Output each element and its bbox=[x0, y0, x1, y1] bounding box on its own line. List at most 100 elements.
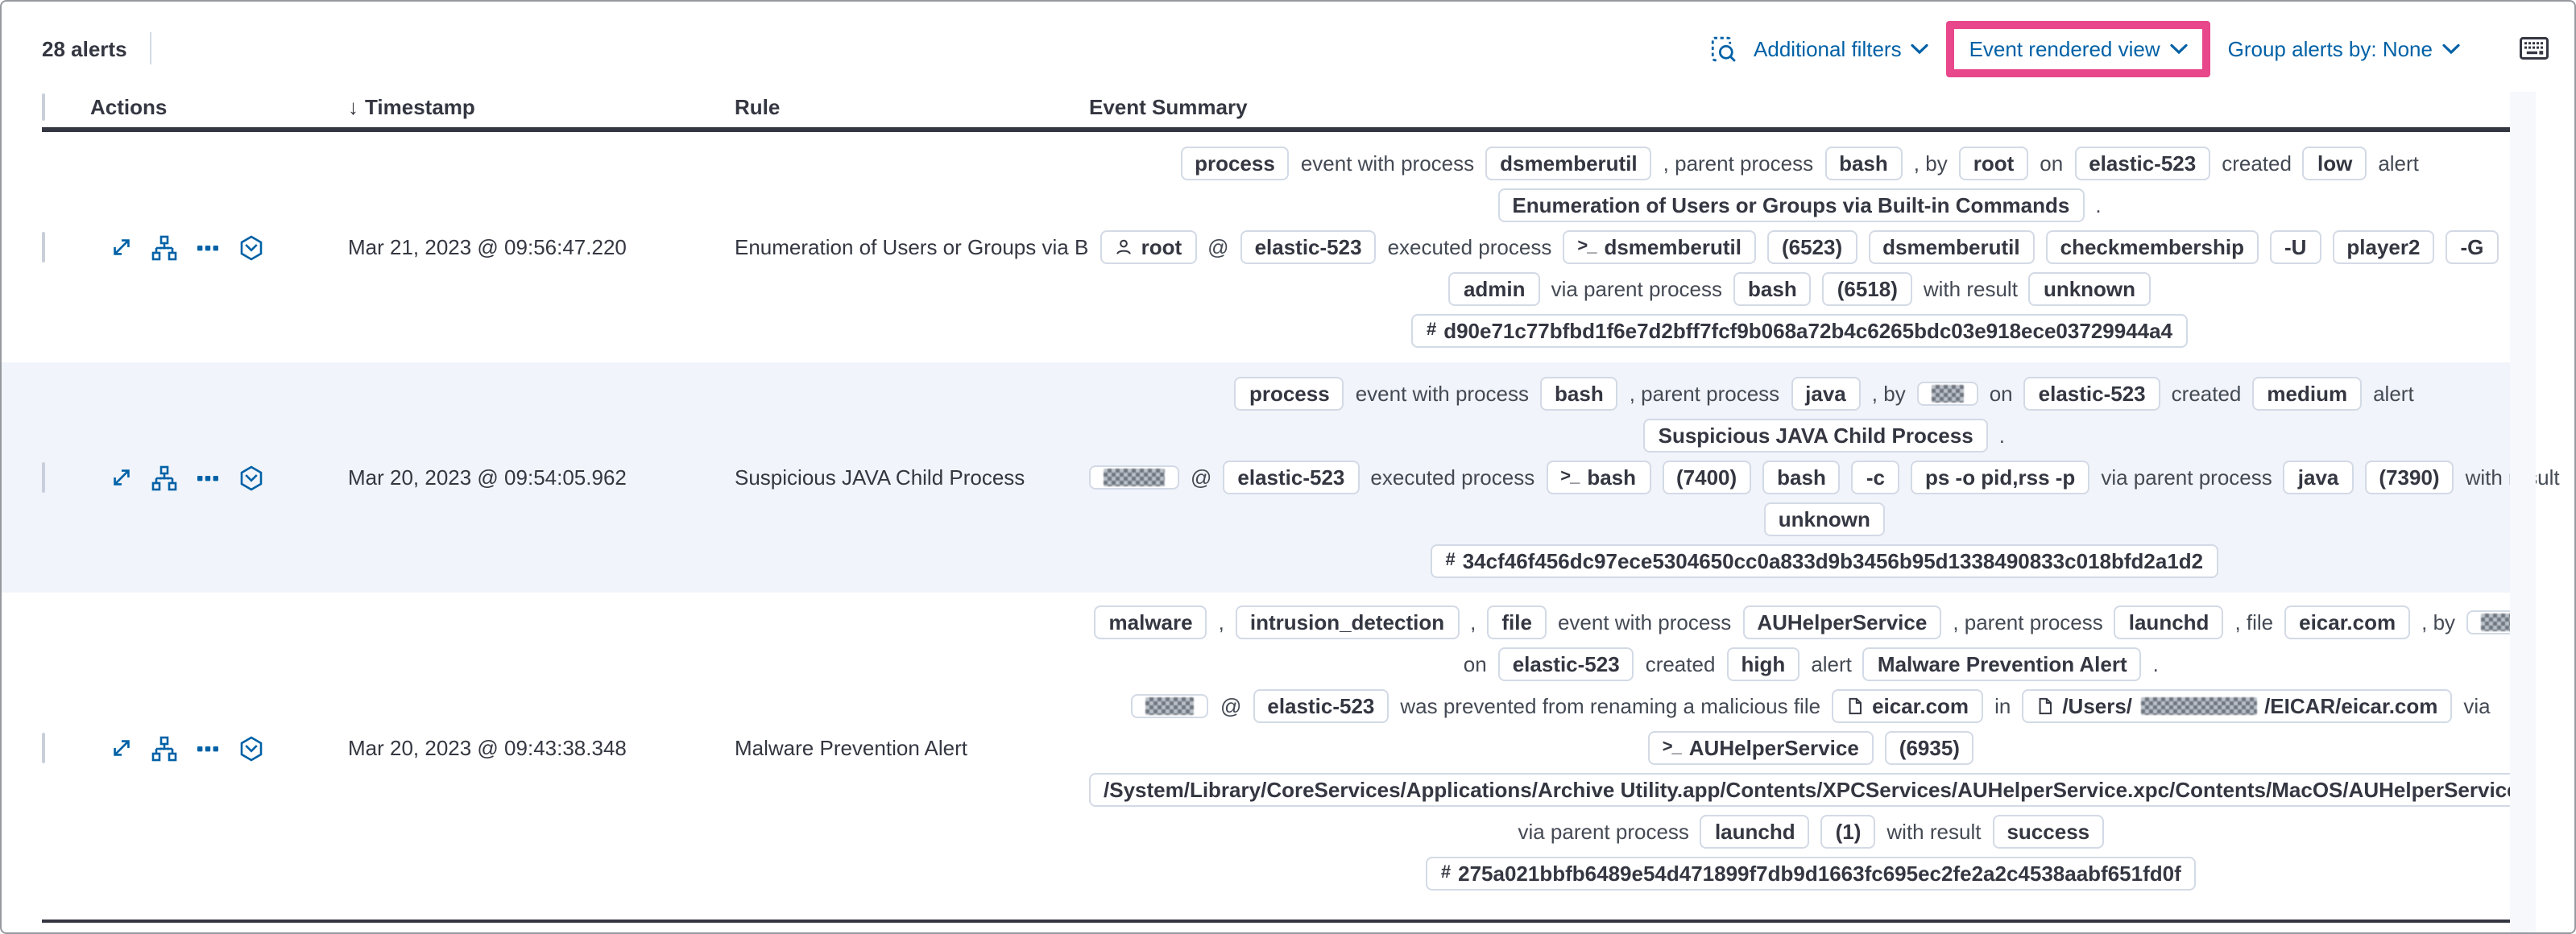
field-value-badge[interactable]: elastic-523 bbox=[2074, 147, 2211, 180]
field-value-badge[interactable]: bash bbox=[1762, 461, 1841, 494]
summary-text: with result bbox=[1923, 277, 2018, 301]
field-value-badge[interactable]: (7400) bbox=[1662, 461, 1752, 494]
chevron-down-icon bbox=[2170, 43, 2188, 54]
field-value-badge[interactable]: Suspicious JAVA Child Process bbox=[1643, 419, 1988, 453]
field-value-badge[interactable]: checkmembership bbox=[2045, 230, 2259, 264]
analyze-event-icon[interactable] bbox=[151, 234, 177, 260]
field-value-badge[interactable]: (6935) bbox=[1884, 731, 1974, 765]
group-alerts-by-button[interactable]: Group alerts by: None bbox=[2228, 36, 2460, 60]
column-header-timestamp[interactable]: ↓ Timestamp bbox=[348, 94, 735, 118]
session-view-icon[interactable] bbox=[238, 234, 264, 260]
field-value-badge[interactable]: (7390) bbox=[2364, 461, 2454, 494]
expand-alert-icon[interactable] bbox=[110, 235, 134, 259]
field-value-badge[interactable]: elastic-523 bbox=[1240, 230, 1377, 264]
rule-cell[interactable]: Suspicious JAVA Child Process bbox=[735, 465, 1025, 490]
field-value-badge[interactable]: intrusion_detection bbox=[1235, 605, 1460, 639]
field-value-badge[interactable] bbox=[1131, 694, 1209, 718]
field-value-badge[interactable]: (6518) bbox=[1822, 272, 1912, 306]
field-value-badge[interactable]: -c bbox=[1851, 461, 1899, 494]
field-value-badge[interactable]: (6523) bbox=[1766, 230, 1857, 264]
field-value-badge[interactable]: eicar.com bbox=[1832, 689, 1984, 723]
field-value-badge[interactable]: bash bbox=[1733, 272, 1812, 306]
row-checkbox[interactable] bbox=[42, 231, 45, 262]
redacted-value bbox=[2481, 614, 2514, 631]
additional-filters-button[interactable]: Additional filters bbox=[1754, 36, 1929, 60]
summary-text: , parent process bbox=[1953, 610, 2103, 634]
field-value-badge[interactable]: >_dsmemberutil bbox=[1563, 230, 1756, 264]
row-checkbox[interactable] bbox=[42, 461, 45, 492]
field-value-badge[interactable]: unknown bbox=[2028, 272, 2151, 306]
field-value-badge[interactable]: dsmemberutil bbox=[1485, 147, 1652, 180]
field-value-badge[interactable]: /System/Library/CoreServices/Application… bbox=[1089, 773, 2533, 807]
hash-icon: # bbox=[1440, 863, 1451, 882]
field-value-badge[interactable] bbox=[1089, 465, 1179, 490]
field-value-badge[interactable]: launchd bbox=[1700, 815, 1810, 849]
field-value-badge[interactable]: elastic-523 bbox=[1223, 461, 1360, 494]
row-checkbox[interactable] bbox=[42, 732, 45, 762]
summary-text: , bbox=[1218, 610, 1224, 634]
field-value-badge[interactable]: high bbox=[1726, 647, 1800, 681]
field-value-badge[interactable]: launchd bbox=[2114, 605, 2224, 639]
expand-alert-icon[interactable] bbox=[110, 736, 134, 760]
field-value-badge[interactable] bbox=[1916, 382, 1978, 406]
field-value-badge[interactable]: admin bbox=[1448, 272, 1540, 306]
field-value-badge[interactable]: ps -o pid,rss -p bbox=[1910, 461, 2090, 494]
field-value-badge[interactable]: file bbox=[1487, 605, 1547, 639]
field-value-badge[interactable]: process bbox=[1234, 377, 1344, 411]
field-value-badge[interactable]: >_bash bbox=[1546, 461, 1650, 494]
field-value-badge[interactable]: root bbox=[1958, 147, 2029, 180]
field-value-badge[interactable]: /Users//EICAR/eicar.com bbox=[2022, 689, 2453, 723]
field-value-badge[interactable]: #34cf46f456dc97ece5304650cc0a833d9b3456b… bbox=[1431, 544, 2218, 578]
field-value-badge[interactable]: unknown bbox=[1763, 502, 1885, 536]
field-value-badge[interactable]: elastic-523 bbox=[1253, 689, 1389, 723]
field-value-badge[interactable]: medium bbox=[2252, 377, 2363, 411]
field-value-badge[interactable]: Malware Prevention Alert bbox=[1862, 647, 2142, 681]
field-value-badge[interactable]: eicar.com bbox=[2284, 605, 2411, 639]
field-value-badge[interactable]: AUHelperService bbox=[1742, 605, 1942, 639]
session-view-icon[interactable] bbox=[238, 735, 264, 761]
summary-text: alert bbox=[2378, 151, 2419, 176]
field-value-badge[interactable]: elastic-523 bbox=[2023, 377, 2160, 411]
inspect-icon[interactable] bbox=[1708, 35, 1736, 62]
field-value-badge[interactable]: process bbox=[1180, 147, 1290, 180]
analyze-event-icon[interactable] bbox=[151, 465, 177, 490]
more-actions-icon[interactable] bbox=[195, 465, 221, 490]
view-selector-button[interactable]: Event rendered view bbox=[1969, 36, 2188, 60]
rule-cell[interactable]: Malware Prevention Alert bbox=[735, 736, 968, 760]
session-view-icon[interactable] bbox=[238, 465, 264, 490]
field-value-badge[interactable]: bash bbox=[1824, 147, 1903, 180]
field-value-badge[interactable]: java bbox=[2283, 461, 2354, 494]
field-value-badge[interactable]: bash bbox=[1540, 377, 1618, 411]
field-value-badge[interactable]: #d90e71c77bfbd1f6e7d2bff7fcf9b068a72b4c6… bbox=[1411, 314, 2188, 348]
scrollbar-track[interactable] bbox=[2510, 92, 2536, 932]
field-value-badge[interactable]: low bbox=[2302, 147, 2367, 180]
badge-text: 275a021bbfb6489e54d471899f7db9d1663fc695… bbox=[1458, 862, 2181, 886]
field-value-badge[interactable]: elastic-523 bbox=[1497, 647, 1634, 681]
field-value-badge[interactable]: #275a021bbfb6489e54d471899f7db9d1663fc69… bbox=[1426, 857, 2196, 891]
field-value-badge[interactable]: dsmemberutil bbox=[1868, 230, 2035, 264]
field-value-badge[interactable]: malware bbox=[1094, 605, 1207, 639]
analyze-event-icon[interactable] bbox=[151, 735, 177, 761]
keyboard-icon[interactable] bbox=[2520, 37, 2549, 60]
field-value-badge[interactable]: -G bbox=[2446, 230, 2499, 264]
field-value-badge[interactable]: success bbox=[1992, 815, 2105, 849]
rule-cell[interactable]: Enumeration of Users or Groups via Bui bbox=[735, 235, 1089, 259]
field-value-badge[interactable]: player2 bbox=[2332, 230, 2435, 264]
summary-line: #275a021bbfb6489e54d471899f7db9d1663fc69… bbox=[1426, 857, 2196, 891]
select-all-checkbox[interactable] bbox=[42, 93, 45, 120]
field-value-badge[interactable]: -U bbox=[2269, 230, 2321, 264]
field-value-badge[interactable]: >_AUHelperService bbox=[1647, 731, 1874, 765]
field-value-badge[interactable]: Enumeration of Users or Groups via Built… bbox=[1497, 188, 2085, 222]
field-value-badge[interactable]: java bbox=[1791, 377, 1861, 411]
summary-text: @ bbox=[1191, 465, 1212, 490]
field-value-badge[interactable]: root bbox=[1100, 230, 1197, 264]
badge-text: medium bbox=[2267, 382, 2348, 406]
badge-text: unknown bbox=[1778, 507, 1870, 531]
expand-alert-icon[interactable] bbox=[110, 465, 134, 490]
field-value-badge[interactable]: (1) bbox=[1820, 815, 1876, 849]
more-actions-icon[interactable] bbox=[195, 735, 221, 761]
more-actions-icon[interactable] bbox=[195, 234, 221, 260]
